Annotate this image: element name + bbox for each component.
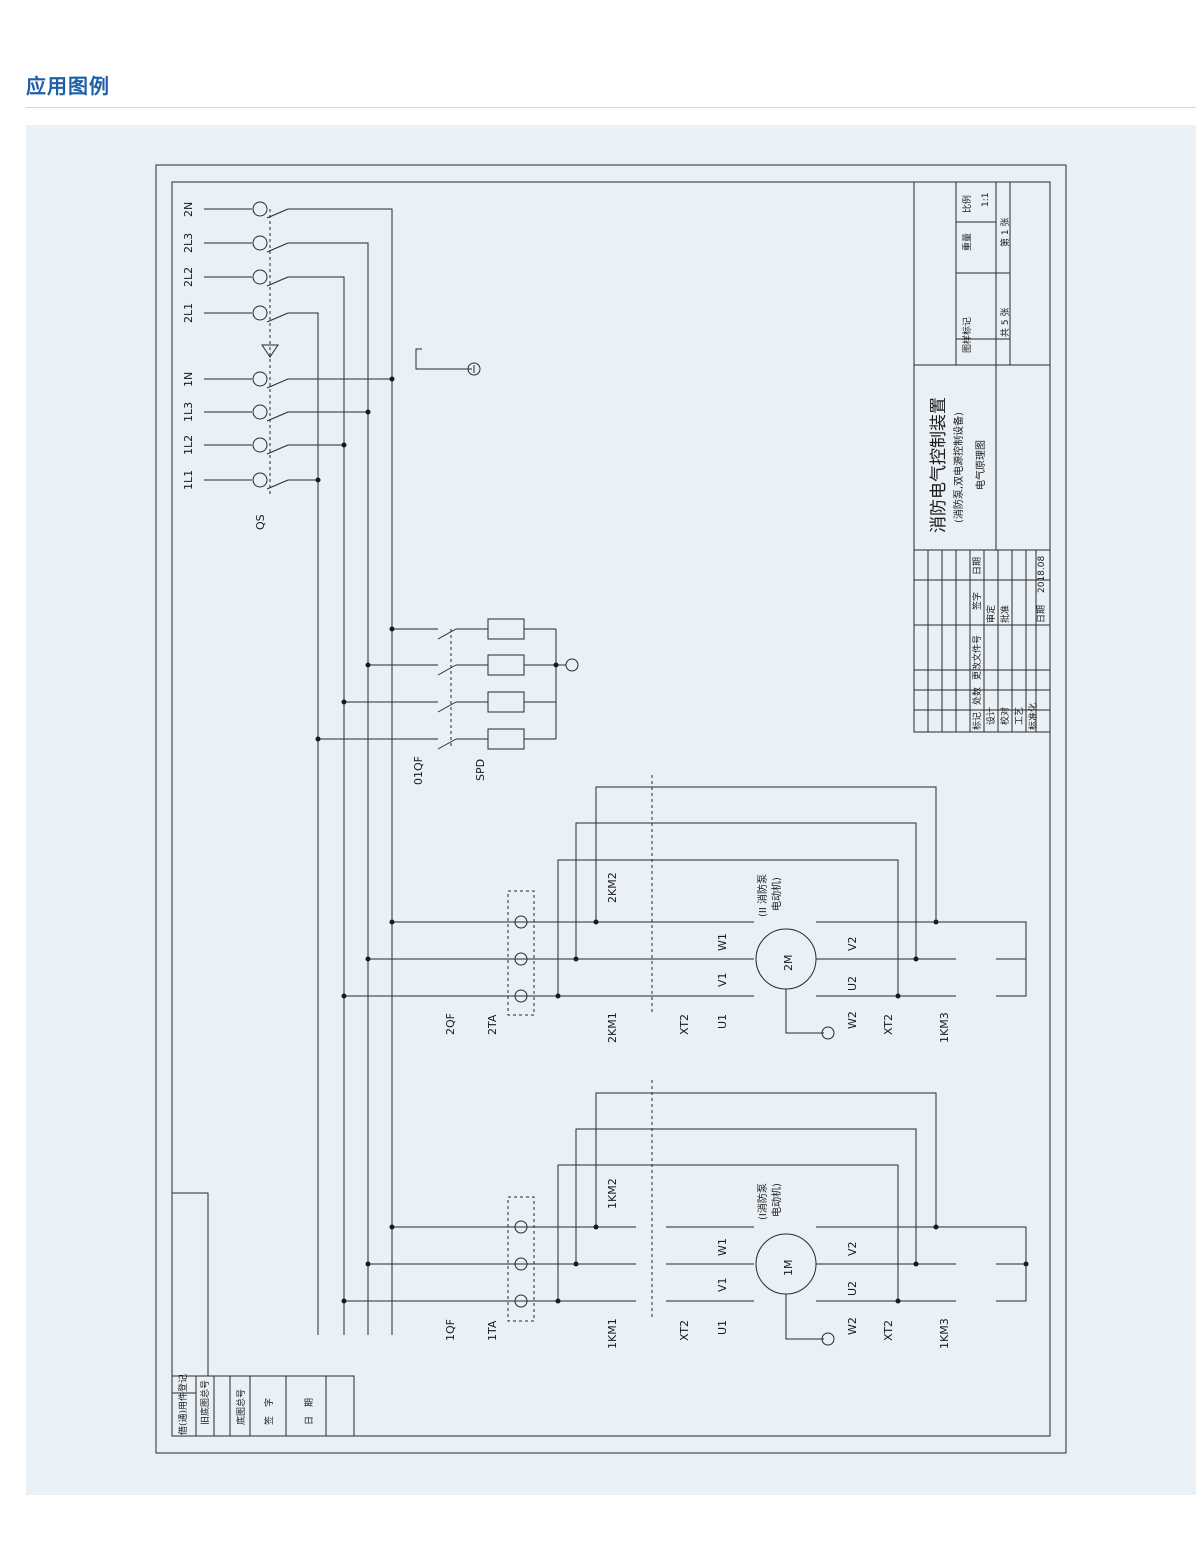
label-w1-1: W1: [716, 1238, 729, 1256]
tb-pattern-mark: 图样标记: [961, 317, 973, 353]
junction-dots: [315, 376, 1029, 1304]
tb-date-label: 日期: [1036, 605, 1047, 623]
label-w1-2: W1: [716, 933, 729, 951]
tb-col-docno: 更改文件号: [971, 635, 983, 680]
side-register-block: [171, 1375, 355, 1437]
label-1m-caption: (I消防泵: [756, 1183, 769, 1220]
label-1l3: 1L3: [182, 402, 195, 422]
label-u1-2: U1: [716, 1014, 729, 1029]
label-u1-1: U1: [716, 1320, 729, 1335]
tb-role-standard: 标准化: [1027, 703, 1039, 730]
spd-branch: [318, 618, 579, 750]
label-xt2-a: XT2: [678, 1014, 691, 1035]
side-sign: 签 字: [263, 1398, 275, 1425]
label-1l2: 1L2: [182, 435, 195, 455]
side-old-base: 旧底图总号: [199, 1380, 211, 1425]
label-1l1: 1L1: [182, 470, 195, 490]
sheet-inner-frame: [171, 181, 1051, 1437]
label-2l1: 2L1: [182, 303, 195, 323]
diagram-panel: 2N 2L3 2L2 2L1 1N 1L3 1L2 1L1 QS 01QF SP…: [26, 125, 1196, 1495]
label-2m: 2M: [782, 955, 795, 972]
tb-col-mark: 标记: [971, 712, 983, 730]
page-title: 应用图例: [26, 74, 110, 98]
label-v2-1: V2: [846, 1241, 859, 1256]
tb-sheet-no: 第 1 张: [999, 218, 1011, 247]
label-xt2-c: XT2: [678, 1320, 691, 1341]
label-1km3: 1KM3: [938, 1318, 951, 1349]
label-2m-caption2: 电动机): [770, 877, 783, 911]
tb-main-title: 消防电气控制装置: [929, 397, 949, 533]
title-divider: [26, 107, 1196, 108]
label-u2-1: U2: [846, 1281, 859, 1296]
label-1qf: 1QF: [444, 1319, 457, 1341]
tb-scale-label: 比例: [961, 195, 973, 213]
label-spd: SPD: [474, 759, 487, 781]
label-2l3: 2L3: [182, 233, 195, 253]
label-xt2-d: XT2: [882, 1320, 895, 1341]
tb-total-sheets: 共 5 张: [1000, 308, 1011, 337]
label-1m: 1M: [782, 1260, 795, 1277]
side-small-box: [171, 1192, 209, 1377]
tb-role-check: 校对: [999, 707, 1011, 725]
label-1km3-u2: 1KM3: [938, 1012, 951, 1043]
label-1ta: 1TA: [486, 1320, 499, 1341]
label-2km2: 2KM2: [606, 872, 619, 903]
schematic-drawing: 2N 2L3 2L2 2L1 1N 1L3 1L2 1L1 QS 01QF SP…: [155, 164, 1067, 1454]
tb-col-count: 处数: [971, 687, 983, 705]
motor-unit-2: [344, 775, 1027, 1040]
label-2km1: 2KM1: [606, 1012, 619, 1043]
label-2qf: 2QF: [444, 1013, 457, 1035]
label-w2-1: W2: [846, 1317, 859, 1335]
label-xt2-b: XT2: [882, 1014, 895, 1035]
label-v1-1: V1: [716, 1277, 729, 1292]
tb-col-date: 日期: [972, 557, 983, 575]
tb-date-value: 2018.08: [1037, 556, 1047, 593]
label-u2-2: U2: [846, 976, 859, 991]
label-qs: QS: [254, 514, 267, 530]
label-2l2: 2L2: [182, 267, 195, 287]
sheet-outer-frame: [155, 164, 1067, 1454]
label-v2-2: V2: [846, 936, 859, 951]
tb-role-approve2: 批准: [999, 605, 1011, 623]
tb-col-sign: 签字: [971, 592, 983, 610]
label-w2-2: W2: [846, 1011, 859, 1029]
tb-role-approve1: 审定: [985, 605, 997, 623]
tb-scale-value: 1:1: [981, 193, 991, 207]
title-block: [913, 181, 1051, 733]
label-v1-2: V1: [716, 972, 729, 987]
tb-role-process: 工艺: [1014, 707, 1025, 725]
label-1km2: 1KM2: [606, 1178, 619, 1209]
label-1n: 1N: [182, 372, 195, 387]
tb-weight: 重量: [961, 233, 973, 251]
label-2m-caption: (II 消防泵: [756, 874, 769, 917]
tb-subtitle: (消防泵,双电源控制设备): [952, 412, 965, 523]
label-1m-caption2: 电动机): [770, 1183, 783, 1217]
label-01qf: 01QF: [412, 756, 425, 785]
qs-contact-circles: [252, 201, 268, 488]
side-date: 日 期: [304, 1398, 315, 1425]
label-1km1: 1KM1: [606, 1318, 619, 1349]
supply-terminals: [204, 208, 252, 481]
label-2ta: 2TA: [486, 1014, 499, 1035]
side-base-no: 底图总号: [235, 1389, 247, 1425]
label-2n: 2N: [182, 202, 195, 217]
side-register: 借(通)用件登记: [177, 1374, 189, 1435]
tb-role-design: 设计: [985, 707, 997, 725]
tb-drawing-type: 电气原理图: [974, 440, 987, 490]
motor-unit-1: [344, 1080, 1027, 1346]
